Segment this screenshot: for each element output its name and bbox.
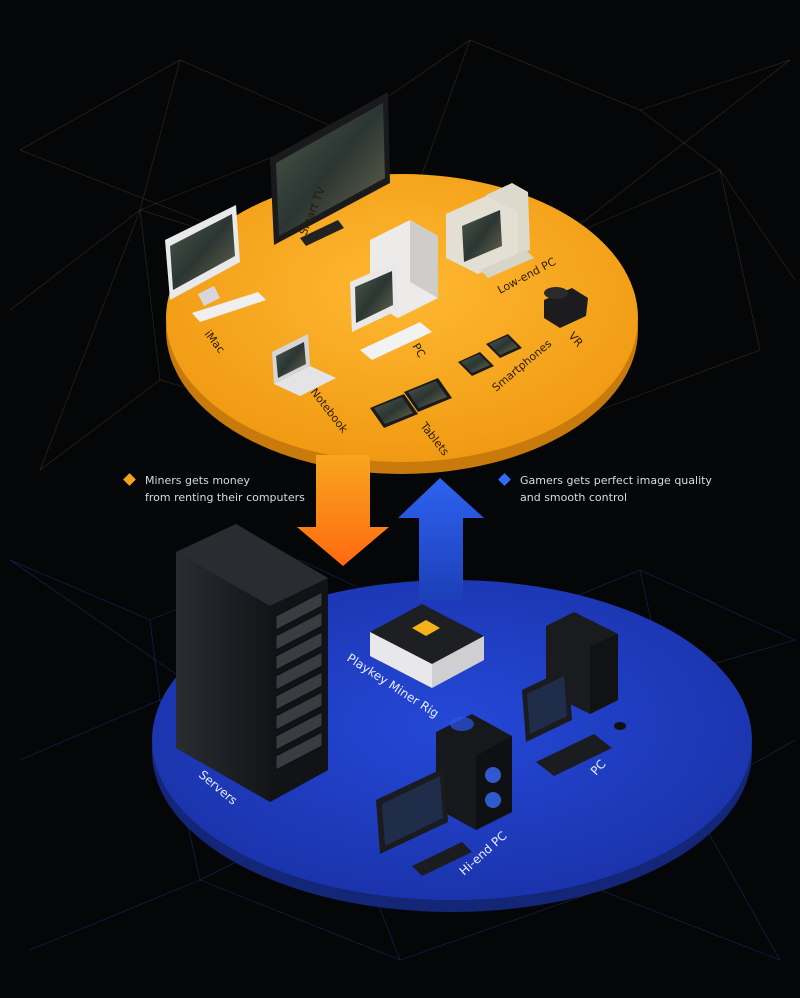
gamer-note: Gamers gets perfect image quality and sm…	[498, 472, 740, 506]
pc-bottom-device	[522, 612, 626, 776]
miner-note-line2: from renting their computers	[145, 491, 305, 504]
low-end-pc-device	[446, 183, 534, 278]
smart-tv-device	[270, 92, 390, 246]
label-pc-top: PC	[409, 341, 428, 360]
imac-device	[165, 205, 266, 322]
miner-note-line1: Miners gets money	[145, 474, 251, 487]
hi-end-pc-device	[376, 714, 512, 876]
miner-note: Miners gets money from renting their com…	[123, 472, 315, 506]
notebook-device	[272, 334, 336, 396]
miner-arrow	[297, 455, 389, 566]
tablets-device	[370, 378, 452, 428]
server-units	[275, 591, 323, 771]
pc-monitor-device	[350, 262, 432, 360]
gamer-arrow	[398, 478, 484, 600]
smartphones-device	[458, 334, 522, 376]
miner-rig-device	[370, 604, 484, 688]
servers-rack-device	[176, 524, 328, 802]
gamer-note-line1: Gamers gets perfect image quality	[520, 474, 712, 487]
gamer-note-line2: and smooth control	[520, 491, 628, 504]
vr-headset-device	[544, 287, 588, 328]
